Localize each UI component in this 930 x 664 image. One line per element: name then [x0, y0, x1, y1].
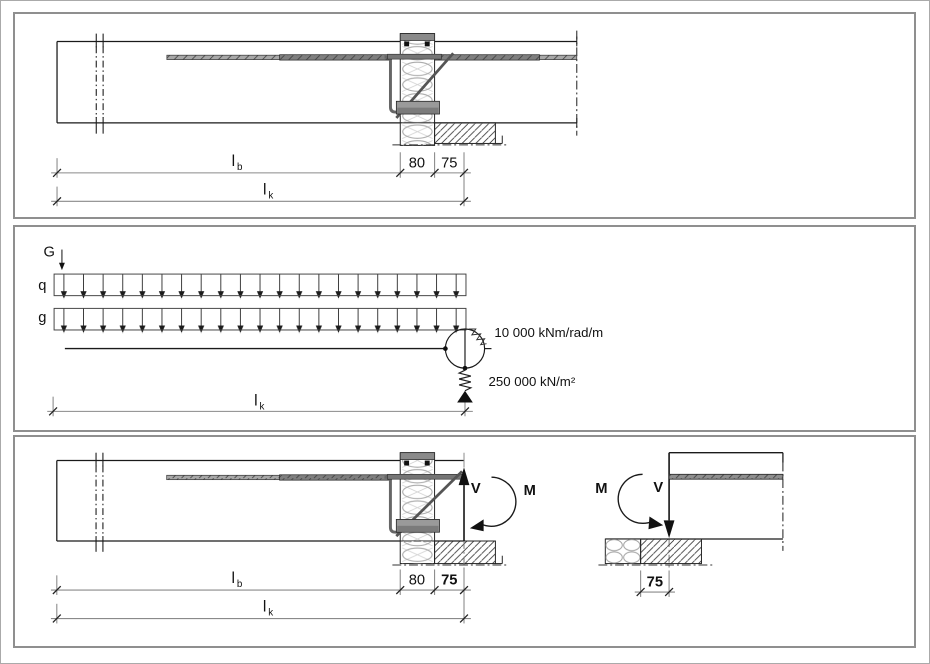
- right-detail: M V: [595, 452, 784, 597]
- panel-static-model: G q g: [13, 225, 916, 432]
- dimension-75-right: 75: [634, 570, 675, 597]
- masonry-wall: [392, 122, 510, 146]
- dead-load-label: g: [38, 310, 46, 326]
- rotational-spring: [443, 328, 492, 371]
- wall-with-insulation: [598, 538, 714, 566]
- live-load-label: q: [38, 278, 46, 294]
- moment-label-right: M: [595, 481, 607, 497]
- point-load-label: G: [43, 244, 54, 260]
- tension-bar-through-insulation: [387, 473, 465, 480]
- vertical-spring-value: 250 000 kN/m²: [489, 374, 576, 389]
- dim-label-80: 80: [409, 573, 425, 589]
- dimension-ticks: [52, 168, 469, 206]
- dim-label-lk-sub: k: [268, 190, 273, 201]
- dim-label-lk: l: [263, 599, 267, 616]
- moment-arrow-left-detail: [469, 476, 517, 532]
- pressure-plate-right: [424, 41, 430, 47]
- pressure-plate-left: [404, 41, 410, 47]
- distributed-load-q: q: [38, 273, 467, 300]
- bearing-block: [395, 100, 440, 115]
- dim-label-lb: l: [231, 570, 235, 587]
- static-model-drawing: G q g: [38, 244, 603, 417]
- dim-label-75-right: 75: [647, 575, 663, 591]
- connector-top-cap: [399, 33, 435, 41]
- distributed-load-g: g: [38, 307, 467, 334]
- break-line: [95, 452, 104, 552]
- panel-cross-section: l b 80 75 l k: [13, 12, 916, 219]
- dim-label-lk: l: [254, 392, 258, 409]
- break-line: [95, 33, 104, 134]
- thermal-break-insulation: [399, 452, 436, 565]
- vertical-spring-support: [457, 369, 473, 403]
- rebar-balcony: [166, 54, 401, 114]
- bearing-block: [395, 519, 440, 533]
- interior-slab: [605, 452, 784, 551]
- dim-label-lk-sub: k: [268, 608, 273, 619]
- rotational-spring-value: 10 000 kNm/rad/m: [494, 325, 603, 340]
- dimension-labels: l b 80 75 l k: [231, 570, 457, 618]
- shear-force-arrow-up: [458, 452, 470, 570]
- shear-label-right: V: [653, 480, 663, 496]
- masonry-wall: [640, 538, 702, 565]
- slab-outline: [56, 40, 577, 124]
- moment-arrow-right-detail: [617, 473, 664, 530]
- pressure-plate-left: [404, 460, 410, 466]
- slab-outline: [56, 459, 465, 542]
- rebar-interior: [668, 473, 784, 480]
- dim-label-lb: l: [232, 153, 236, 170]
- dimension-labels: l b 80 75 l k: [232, 153, 458, 201]
- dimension-ticks: [52, 585, 469, 623]
- dim-label-80: 80: [409, 155, 425, 171]
- moment-label: M: [524, 483, 536, 499]
- tension-bar-through-insulation: [387, 53, 442, 60]
- panel-internal-forces: V M l: [13, 435, 916, 648]
- shear-label: V: [471, 481, 481, 497]
- rebar-interior: [434, 54, 578, 61]
- pressure-plate-right: [424, 460, 430, 466]
- rebar-balcony: [166, 474, 401, 534]
- dim-label-lb-sub: b: [237, 579, 243, 590]
- dimension-lk: l k: [47, 392, 473, 417]
- masonry-wall: [392, 540, 510, 566]
- connector-top-cap: [399, 452, 435, 460]
- internal-forces-drawing: V M l: [50, 452, 784, 624]
- dim-label-lk: l: [263, 181, 267, 198]
- dim-label-75: 75: [441, 155, 457, 171]
- dim-label-lk-sub: k: [260, 401, 265, 412]
- support-triangle: [457, 390, 473, 403]
- thermal-break-insulation: [399, 33, 436, 146]
- point-load-G: G: [43, 244, 65, 271]
- dim-label-lb-sub: b: [237, 162, 243, 173]
- dim-label-75: 75: [441, 573, 457, 589]
- wall-insulation: [605, 539, 641, 564]
- cross-section-drawing: l b 80 75 l k: [51, 30, 578, 207]
